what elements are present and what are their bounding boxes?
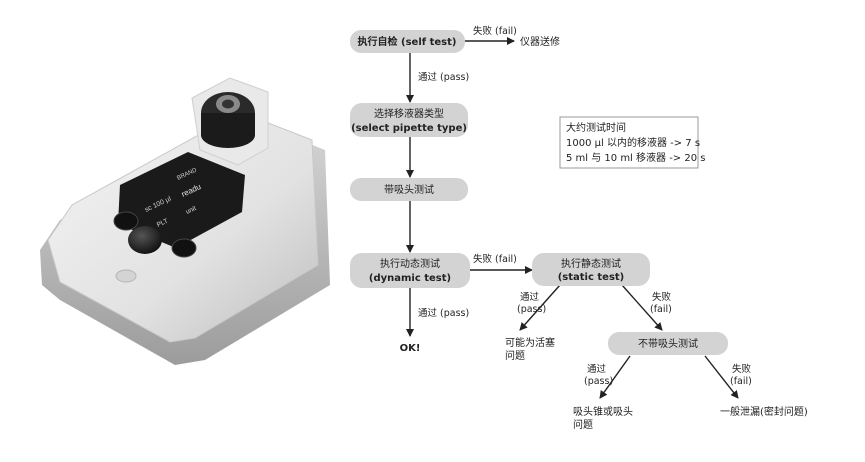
device-center-knob: [128, 226, 162, 254]
node-with-tip-label: 带吸头测试: [384, 183, 434, 196]
result-cone-2: 问题: [573, 418, 593, 431]
node-static-test: [532, 253, 650, 286]
node-static-label-2: (static test): [558, 272, 625, 283]
test-time-title: 大约测试时间: [566, 121, 626, 134]
node-self-test-label: 执行自检 (self test): [358, 35, 457, 48]
device-softkey-right: unit: [185, 205, 198, 216]
device-right-button: [171, 238, 197, 258]
edge-static-fail: [621, 284, 663, 331]
result-leak: 一般泄漏(密封问题): [720, 405, 808, 418]
node-select-pipette: [350, 103, 468, 137]
node-static-label-1: 执行静态测试: [561, 257, 621, 270]
result-repair: 仪器送修: [520, 35, 560, 48]
result-piston-1: 可能为活塞: [505, 336, 555, 349]
test-time-line-1: 1000 µl 以内的移液器 -> 7 s: [566, 136, 700, 149]
edge-label-fail-1: 失败 (fail): [473, 25, 517, 37]
device-display-panel: [118, 152, 245, 248]
test-time-box: [559, 116, 699, 169]
node-select-label-1: 选择移液器类型: [374, 107, 444, 120]
pipette-tester-device-illustration: BRAND readu sc 100 µl PLT unit: [40, 77, 330, 365]
node-select-label-2: (select pipette type): [351, 123, 467, 134]
result-cone-1: 吸头锥或吸头: [573, 406, 633, 418]
node-self-test: [350, 30, 465, 53]
node-dynamic-test: [350, 253, 470, 288]
edge-notip-pass: [599, 355, 631, 399]
edge-label-fail-3b: (fail): [650, 304, 672, 315]
device-softkey-left: PLT: [156, 218, 169, 229]
edge-label-pass-4b: (pass): [584, 376, 613, 387]
node-dynamic-label-1: 执行动态测试: [380, 257, 440, 270]
device-indent: [115, 269, 137, 283]
edge-label-fail-2: 失败 (fail): [473, 253, 517, 265]
node-with-tip: [350, 178, 468, 201]
edge-label-pass-3b: (pass): [517, 304, 546, 315]
edge-label-pass-2: 通过 (pass): [418, 307, 469, 319]
edge-notip-fail: [704, 355, 739, 399]
edge-label-fail-4a: 失败: [732, 363, 752, 375]
edge-label-fail-3a: 失败: [652, 291, 672, 303]
edge-label-pass-1: 通过 (pass): [418, 71, 469, 83]
edge-static-pass: [519, 284, 561, 331]
result-piston-2: 问题: [505, 349, 525, 362]
device-left-button: [113, 211, 139, 231]
node-dynamic-label-2: (dynamic test): [369, 273, 451, 284]
edge-label-fail-4b: (fail): [730, 376, 752, 387]
node-no-tip: [608, 332, 728, 355]
test-time-line-2: 5 ml 与 10 ml 移液器 -> 20 s: [566, 151, 705, 164]
edge-label-pass-4a: 通过: [587, 363, 607, 375]
node-no-tip-label: 不带吸头测试: [638, 337, 698, 350]
result-ok: OK!: [400, 343, 421, 354]
edge-label-pass-3a: 通过: [520, 291, 540, 303]
